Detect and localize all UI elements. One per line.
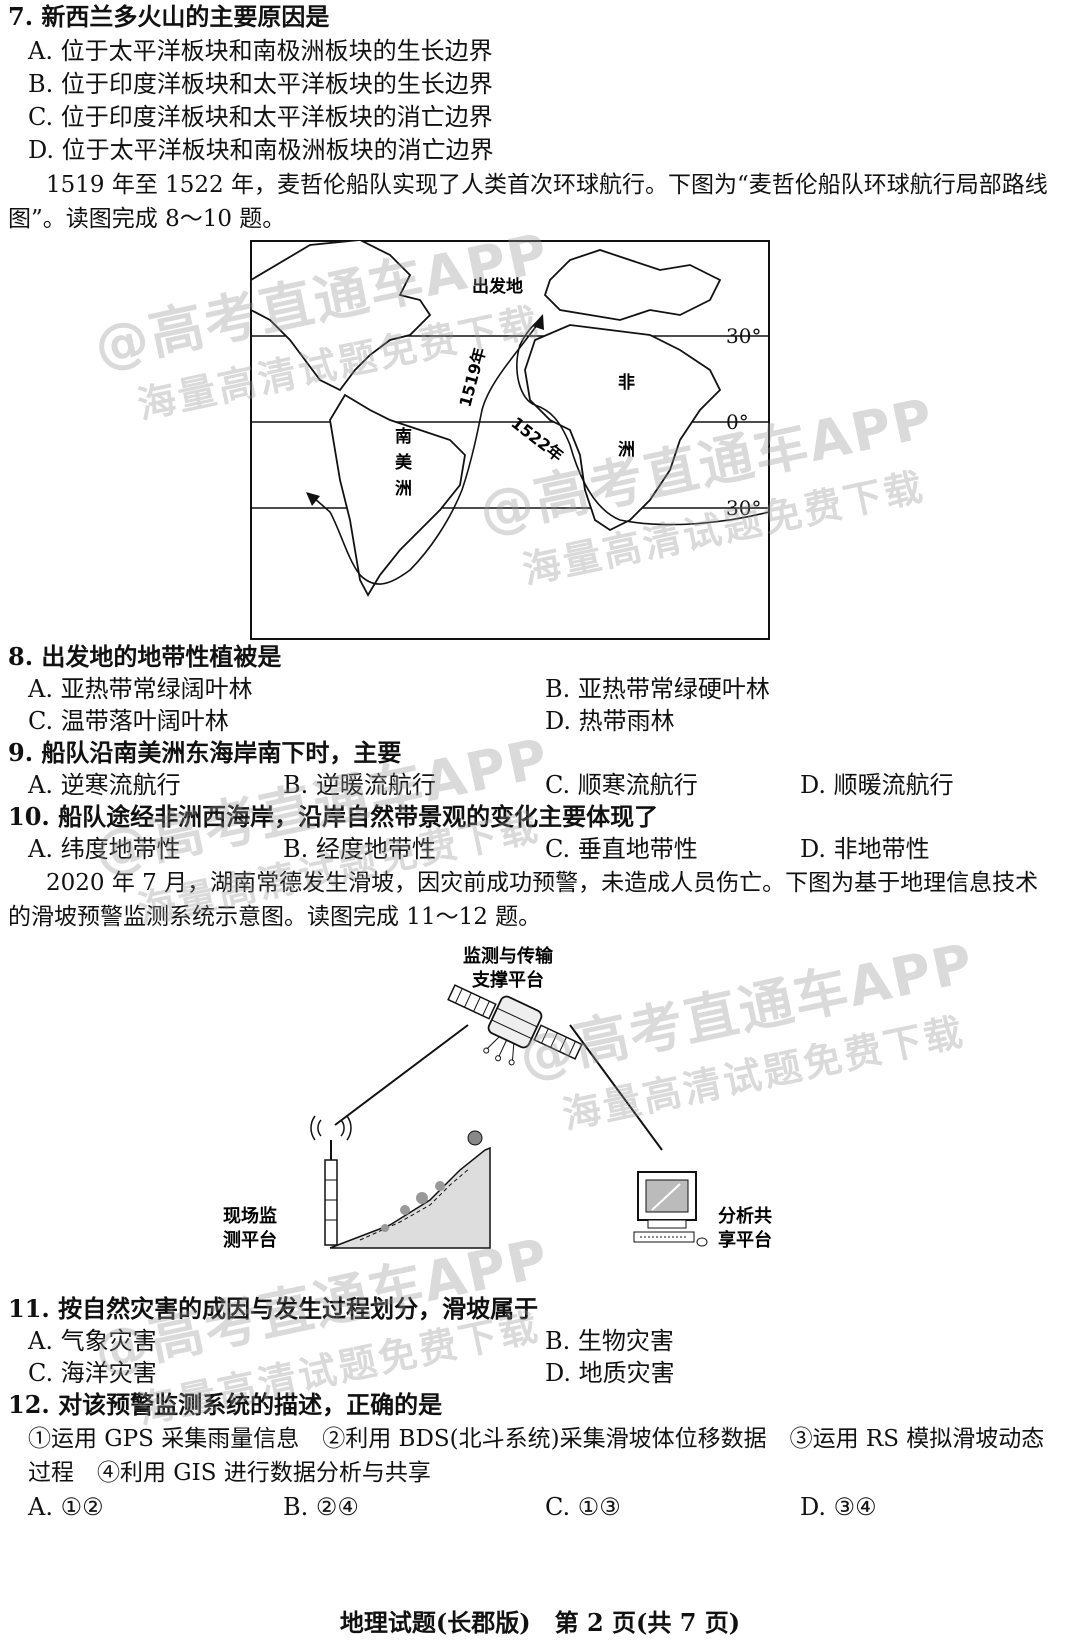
q11-option-c: C. 海洋灾害 (28, 1359, 157, 1387)
q10-option-b: B. 经度地带性 (283, 835, 436, 863)
landslide-monitoring-diagram: 监测与传输 支撑平台 现场监 测平台 (223, 945, 772, 1251)
intro-8-10: 1519 年至 1522 年，麦哲伦船队实现了人类首次环球航行。下图为“麦哲伦船… (8, 172, 1048, 232)
q11-option-b: B. 生物灾害 (545, 1327, 674, 1355)
q12-option-c: C. ①③ (545, 1493, 621, 1521)
south-america-label-1: 南 (395, 426, 412, 447)
satellite-label-2: 支撑平台 (471, 969, 544, 991)
q10-option-d: D. 非地带性 (800, 835, 930, 863)
q7-option-a: A. 位于太平洋板块和南极洲板块的生长边界 (28, 37, 493, 65)
q7-option-b: B. 位于印度洋板块和太平洋板块的生长边界 (28, 70, 493, 98)
landslide-slope-icon (329, 1130, 491, 1249)
q9-option-c: C. 顺寒流航行 (545, 771, 698, 799)
south-america-label-3: 洲 (395, 479, 412, 499)
route-1522 (516, 319, 770, 526)
q11-option-a: A. 气象灾害 (28, 1327, 157, 1355)
departure-label: 出发地 (472, 276, 523, 297)
lat-label-0: 0° (726, 410, 749, 434)
q12-option-a: A. ①② (28, 1493, 104, 1521)
q12-option-b: B. ②④ (283, 1493, 359, 1521)
computer-icon (633, 1171, 708, 1247)
q7-option-d: D. 位于太平洋板块和南极洲板块的消亡边界 (28, 136, 494, 164)
q8-option-a: A. 亚热带常绿阔叶林 (28, 675, 253, 703)
satellite-icon (447, 984, 583, 1066)
africa-label-2: 洲 (618, 440, 635, 460)
q8-option-d: D. 热带雨林 (545, 707, 675, 735)
link-field-to-satellite (334, 1024, 469, 1126)
q8-option-b: B. 亚热带常绿硬叶林 (545, 675, 770, 703)
q12-option-d: D. ③④ (800, 1493, 877, 1521)
magellan-route-map: 出发地 1519年 1522年 南 美 洲 非 洲 (250, 240, 770, 640)
analysis-label-1: 分析共 (718, 1205, 772, 1227)
q8-option-c: C. 温带落叶阔叶林 (28, 707, 229, 735)
south-america-outline (329, 393, 466, 597)
q10-option-a: A. 纬度地带性 (28, 835, 181, 863)
q7-option-c: C. 位于印度洋板块和太平洋板块的消亡边界 (28, 103, 493, 131)
q10-option-c: C. 垂直地带性 (545, 835, 698, 863)
q8-stem: 8. 出发地的地带性植被是 (8, 642, 282, 671)
field-label-1: 现场监 (223, 1205, 277, 1227)
field-label-2: 测平台 (223, 1229, 277, 1251)
south-america-label-2: 美 (395, 452, 413, 473)
q9-option-d: D. 顺暖流航行 (800, 771, 954, 799)
intro-11-12: 2020 年 7 月，湖南常德发生滑坡，因灾前成功预警，未造成人员伤亡。下图为基… (8, 870, 1039, 930)
q7-stem: 7. 新西兰多火山的主要原因是 (8, 2, 330, 31)
lat-label-30n: 30° (726, 324, 762, 348)
satellite-label-1: 监测与传输 (463, 945, 554, 967)
europe-outline (543, 249, 722, 321)
north-america-outline (250, 240, 432, 392)
q9-option-a: A. 逆寒流航行 (28, 771, 181, 799)
africa-outline (524, 324, 722, 532)
route-1519-arrowhead (306, 492, 320, 506)
q11-option-d: D. 地质灾害 (545, 1359, 675, 1387)
analysis-label-2: 享平台 (718, 1229, 772, 1251)
lat-label-30s: 30° (726, 496, 762, 520)
q12-statements: ①运用 GPS 采集雨量信息 ②利用 BDS(北斗系统)采集滑坡体位移数据 ③运… (28, 1426, 1045, 1486)
link-satellite-to-analysis (569, 1024, 663, 1151)
route-1522-arrowhead (532, 314, 544, 330)
monitoring-antenna-icon (310, 1115, 352, 1246)
route-1519 (313, 317, 543, 585)
page-footer: 地理试题(长郡版) 第 2 页(共 7 页) (339, 1608, 741, 1637)
q11-stem: 11. 按自然灾害的成因与发生过程划分，滑坡属于 (8, 1294, 539, 1323)
q10-stem: 10. 船队途经非洲西海岸，沿岸自然带景观的变化主要体现了 (8, 802, 659, 831)
q9-stem: 9. 船队沿南美洲东海岸南下时，主要 (8, 738, 402, 767)
africa-label-1: 非 (618, 372, 635, 393)
q12-stem: 12. 对该预警监测系统的描述，正确的是 (8, 1390, 443, 1419)
q9-option-b: B. 逆暖流航行 (283, 771, 436, 799)
